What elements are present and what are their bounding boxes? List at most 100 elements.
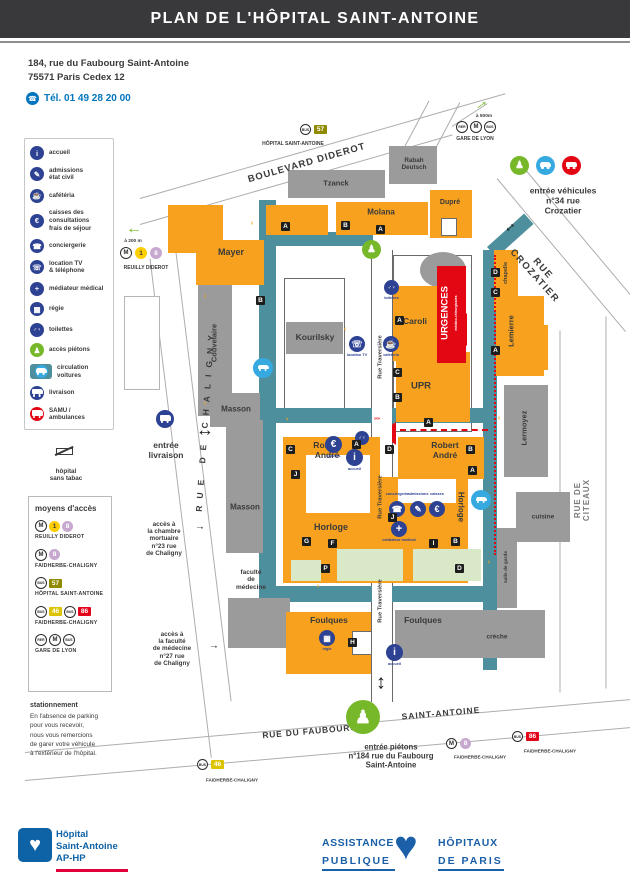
arrow-pietons: ↕ bbox=[376, 671, 386, 694]
parking-text: En l'absence de parking pour vous recevo… bbox=[30, 713, 99, 758]
legend-label: conciergerie bbox=[49, 242, 86, 250]
bus-badge-86: 86 bbox=[526, 732, 539, 741]
entrance-A: A bbox=[376, 225, 385, 234]
entrance-F: F bbox=[328, 539, 337, 548]
aphp-word-de-paris: DE PARIS bbox=[438, 855, 503, 867]
entrance-B: B bbox=[256, 296, 265, 305]
label-m-dico-chirurgicales: médico-chirurgicales bbox=[453, 295, 458, 331]
r-gie-icon: ▦ bbox=[30, 302, 44, 317]
courtyard-west bbox=[306, 455, 370, 513]
hospital-logo-rule bbox=[56, 869, 128, 872]
access-label: FAIDHERBE-CHALIGNY bbox=[35, 619, 98, 626]
line-badge-8: 8 bbox=[62, 520, 73, 532]
aphp-word-publique: PUBLIQUE bbox=[322, 855, 391, 867]
admissions-tat-civil-icon: ✎ bbox=[30, 167, 44, 182]
building-tzanck bbox=[288, 170, 385, 198]
phone-block: ☎ Tél. 01 49 28 20 00 bbox=[26, 92, 131, 105]
building-faculte bbox=[228, 598, 290, 648]
address-block: 184, rue du Faubourg Saint-Antoine 75571… bbox=[28, 57, 189, 85]
legend-item-circulation-voitures: circulation voitures bbox=[30, 364, 108, 380]
courtyard-east bbox=[398, 479, 456, 503]
label-: ‹ bbox=[487, 558, 491, 566]
road-chip bbox=[30, 364, 52, 380]
badge-m: M bbox=[120, 247, 132, 259]
entrance-B: B bbox=[466, 445, 475, 454]
entrance-A: A bbox=[468, 466, 477, 475]
building-couvelaire bbox=[198, 268, 232, 416]
samu-route-dotted bbox=[494, 255, 496, 555]
label-gare-de-lyon: GARE DE LYON bbox=[456, 136, 494, 143]
icon-label-r-gie: régie bbox=[322, 647, 332, 651]
acc-s-pi-tons-icon: ♟ bbox=[30, 343, 44, 358]
toilettes-icon: ♂♀ bbox=[30, 322, 44, 337]
entrance-B: B bbox=[393, 393, 402, 402]
entrance-P: P bbox=[321, 564, 330, 573]
legend-label: cafétéria bbox=[49, 191, 75, 199]
label-: ‹ bbox=[203, 399, 207, 407]
line-badge-8: 8 bbox=[49, 549, 60, 560]
entrance-C: C bbox=[491, 288, 500, 297]
icon-label-caf-t-ria: cafétéria bbox=[383, 353, 399, 357]
building-foulques-east-creche bbox=[395, 610, 545, 658]
label-foulques: Foulques bbox=[404, 615, 442, 626]
label-rue-traversi-re: Rue Traversière bbox=[377, 475, 384, 519]
arrow-tip bbox=[392, 422, 396, 445]
entrance-D: D bbox=[491, 268, 500, 277]
road-internal-top bbox=[259, 232, 373, 246]
access-label: FAIDHERBE-CHALIGNY bbox=[35, 562, 98, 569]
car-icon bbox=[536, 156, 555, 175]
legend-label: accueil bbox=[49, 149, 70, 157]
car-glyph bbox=[475, 496, 487, 503]
road-internal-east bbox=[483, 250, 497, 670]
hospital-name-3: AP-HP bbox=[56, 853, 86, 864]
arrow-livraison: ↔ bbox=[196, 419, 214, 440]
car-circulation-icon bbox=[471, 490, 491, 510]
entrance-C: C bbox=[393, 368, 402, 377]
entrance-A: A bbox=[395, 316, 404, 325]
legend-label: caisses des consultations frais de séjou… bbox=[49, 209, 92, 232]
label-kourilsky: Kourilsky bbox=[295, 332, 335, 343]
entrance-J: J bbox=[291, 470, 300, 479]
badge-m: M bbox=[446, 738, 457, 749]
regie-icon: ▦ bbox=[319, 630, 335, 646]
bus-stop-hopital-saint-antoine: HÔPITAL SAINT-ANTOINE bbox=[262, 141, 324, 148]
line-badge-1: 1 bbox=[49, 520, 60, 532]
ambulance-icon bbox=[562, 156, 581, 175]
bus-badge-57: 57 bbox=[49, 578, 62, 588]
access-label: HÔPITAL SAINT-ANTOINE bbox=[35, 591, 104, 597]
label-entree-livraison: entrée livraison bbox=[148, 440, 184, 460]
label-: ‹ bbox=[343, 325, 347, 333]
label-faidherbe-chaligny: FAIDHERBE-CHALIGNY bbox=[205, 777, 259, 783]
label-reuilly-diderot: REUILLY DIDEROT bbox=[123, 265, 169, 272]
entrance-A: A bbox=[281, 222, 290, 231]
badge-bus: BUS bbox=[300, 124, 311, 135]
tv-phone-icon: ☏ bbox=[349, 336, 365, 352]
bus-badge-46: 46 bbox=[49, 607, 62, 616]
route-arrowhead bbox=[392, 422, 396, 445]
building-top-center bbox=[266, 205, 328, 235]
label-: ‹ bbox=[203, 248, 207, 256]
icon-label-caisses: caisses bbox=[430, 492, 444, 496]
entrance-H: H bbox=[348, 638, 357, 647]
badge-bus: BUS bbox=[63, 634, 75, 646]
label-salle-de-garde: salle de garde bbox=[504, 551, 510, 583]
badge-rer: RER bbox=[456, 121, 468, 133]
entrance-D: D bbox=[385, 445, 394, 454]
entrance-A: A bbox=[491, 346, 500, 355]
building-lemierre-ext bbox=[523, 325, 548, 370]
legend-item-caf-t-ria: ☕cafétéria bbox=[30, 188, 108, 203]
delivery-icon bbox=[156, 410, 174, 428]
access-title: moyens d'accès bbox=[35, 504, 97, 513]
car-glyph bbox=[35, 368, 47, 375]
samu-ambulances-icon bbox=[30, 407, 44, 422]
legend-item-acc-s-pi-tons: ♟accès piétons bbox=[30, 343, 108, 358]
truck-glyph bbox=[31, 410, 43, 418]
legend-item-conciergerie: ☎conciergerie bbox=[30, 239, 108, 253]
